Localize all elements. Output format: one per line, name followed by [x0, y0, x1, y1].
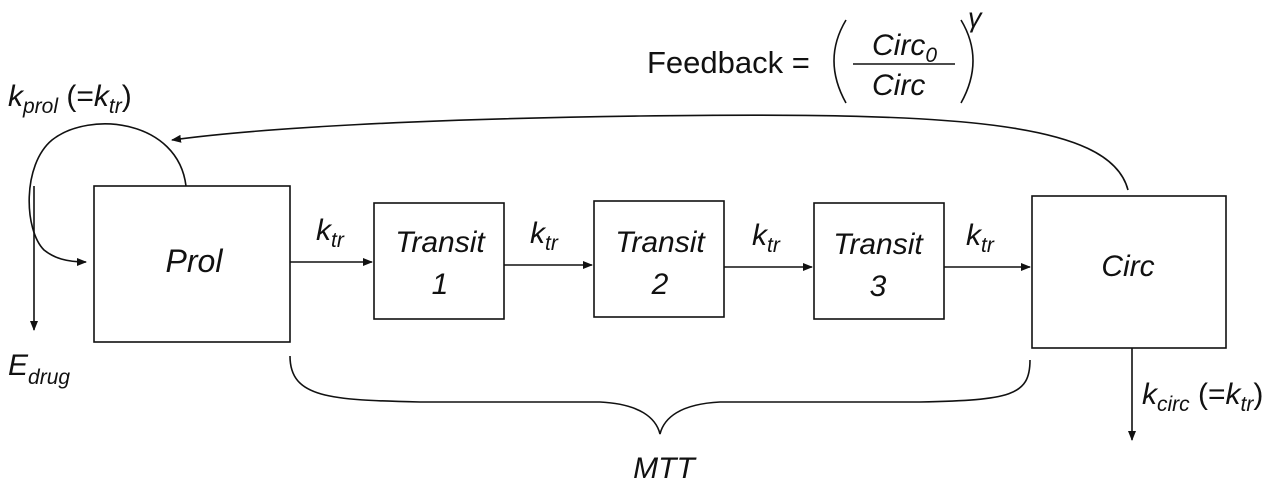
- mtt-label: MTT: [633, 452, 697, 484]
- k-prol-label: kprol (=ktr): [8, 80, 132, 118]
- k-tr-label-4: ktr: [966, 219, 995, 257]
- feedback-label: Feedback =: [647, 45, 810, 80]
- circ-compartment: Circ: [1031, 195, 1227, 349]
- proliferation-loop-arrow: [28, 123, 187, 266]
- right-paren: [960, 19, 974, 104]
- mtt-brace: [289, 355, 1031, 435]
- transit-1-label: Transit: [395, 226, 486, 259]
- transit-3-number: 3: [870, 270, 887, 303]
- feedback-arrow: [171, 114, 1129, 191]
- prol-compartment: Prol: [93, 185, 291, 343]
- k-circ-label: kcirc (=ktr): [1142, 378, 1263, 416]
- k-tr-label-2: ktr: [530, 217, 559, 255]
- k-tr-label-1: ktr: [316, 214, 345, 252]
- transit-2-compartment: Transit 2: [593, 200, 725, 318]
- transit-1-number: 1: [432, 268, 449, 301]
- feedback-denominator: Circ: [872, 69, 925, 102]
- feedback-formula: Feedback = Circ0 Circ γ: [647, 3, 983, 104]
- circ-label: Circ: [1101, 250, 1154, 283]
- transit-2-number: 2: [651, 268, 669, 301]
- transit-3-compartment: Transit 3: [813, 202, 945, 320]
- feedback-exponent: γ: [968, 3, 983, 33]
- e-drug-label: Edrug: [8, 349, 70, 389]
- transit-2-label: Transit: [615, 226, 706, 259]
- prol-label: Prol: [166, 243, 224, 279]
- transit-1-compartment: Transit 1: [373, 202, 505, 320]
- feedback-numerator: Circ0: [872, 29, 937, 67]
- k-tr-label-3: ktr: [752, 219, 781, 257]
- left-paren: [833, 19, 847, 104]
- transit-3-label: Transit: [833, 228, 924, 261]
